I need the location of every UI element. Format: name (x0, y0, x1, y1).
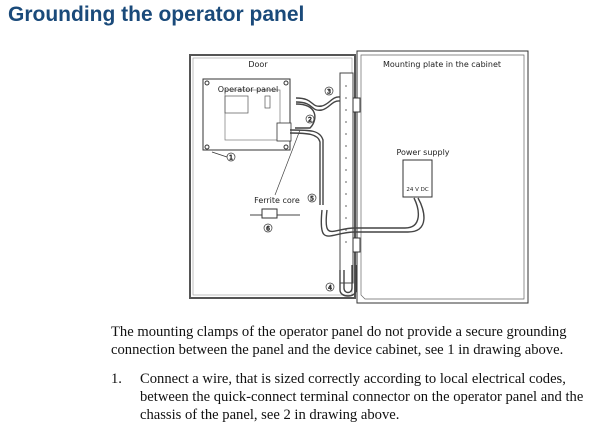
callout-2: 2 (305, 114, 315, 124)
svg-text:3: 3 (327, 89, 331, 96)
door-label: Door (248, 60, 268, 69)
operator-panel: Operator panel (202, 78, 292, 151)
step-number: 1. (111, 371, 122, 387)
power-supply-label: Power supply (396, 148, 449, 157)
page-title: Grounding the operator panel (8, 3, 305, 26)
operator-panel-label: Operator panel (218, 85, 279, 94)
intro-paragraph: The mounting clamps of the operator pane… (111, 324, 567, 358)
callout-3: 3 (324, 86, 334, 96)
psu-text: 24 V DC (406, 187, 428, 193)
svg-text:5: 5 (310, 196, 314, 203)
callout-1: 1 (211, 151, 236, 162)
svg-text:6: 6 (266, 226, 270, 233)
svg-text:4: 4 (328, 285, 332, 292)
power-supply: 24 V DC Power supply (396, 148, 450, 198)
mounting-plate (356, 50, 529, 304)
callout-4: 4 (325, 282, 335, 292)
cables (250, 96, 425, 297)
svg-text:2: 2 (308, 117, 312, 124)
svg-text:1: 1 (229, 155, 233, 162)
ferrite-core-icon (261, 208, 278, 219)
callout-5: 5 (307, 193, 317, 203)
callout-6: 6 (263, 223, 273, 233)
din-rail (339, 72, 361, 284)
ferrite-core-label: Ferrite core (254, 196, 300, 205)
step-text: Connect a wire, that is sized correctly … (140, 371, 584, 423)
mounting-plate-label: Mounting plate in the cabinet (383, 60, 501, 69)
